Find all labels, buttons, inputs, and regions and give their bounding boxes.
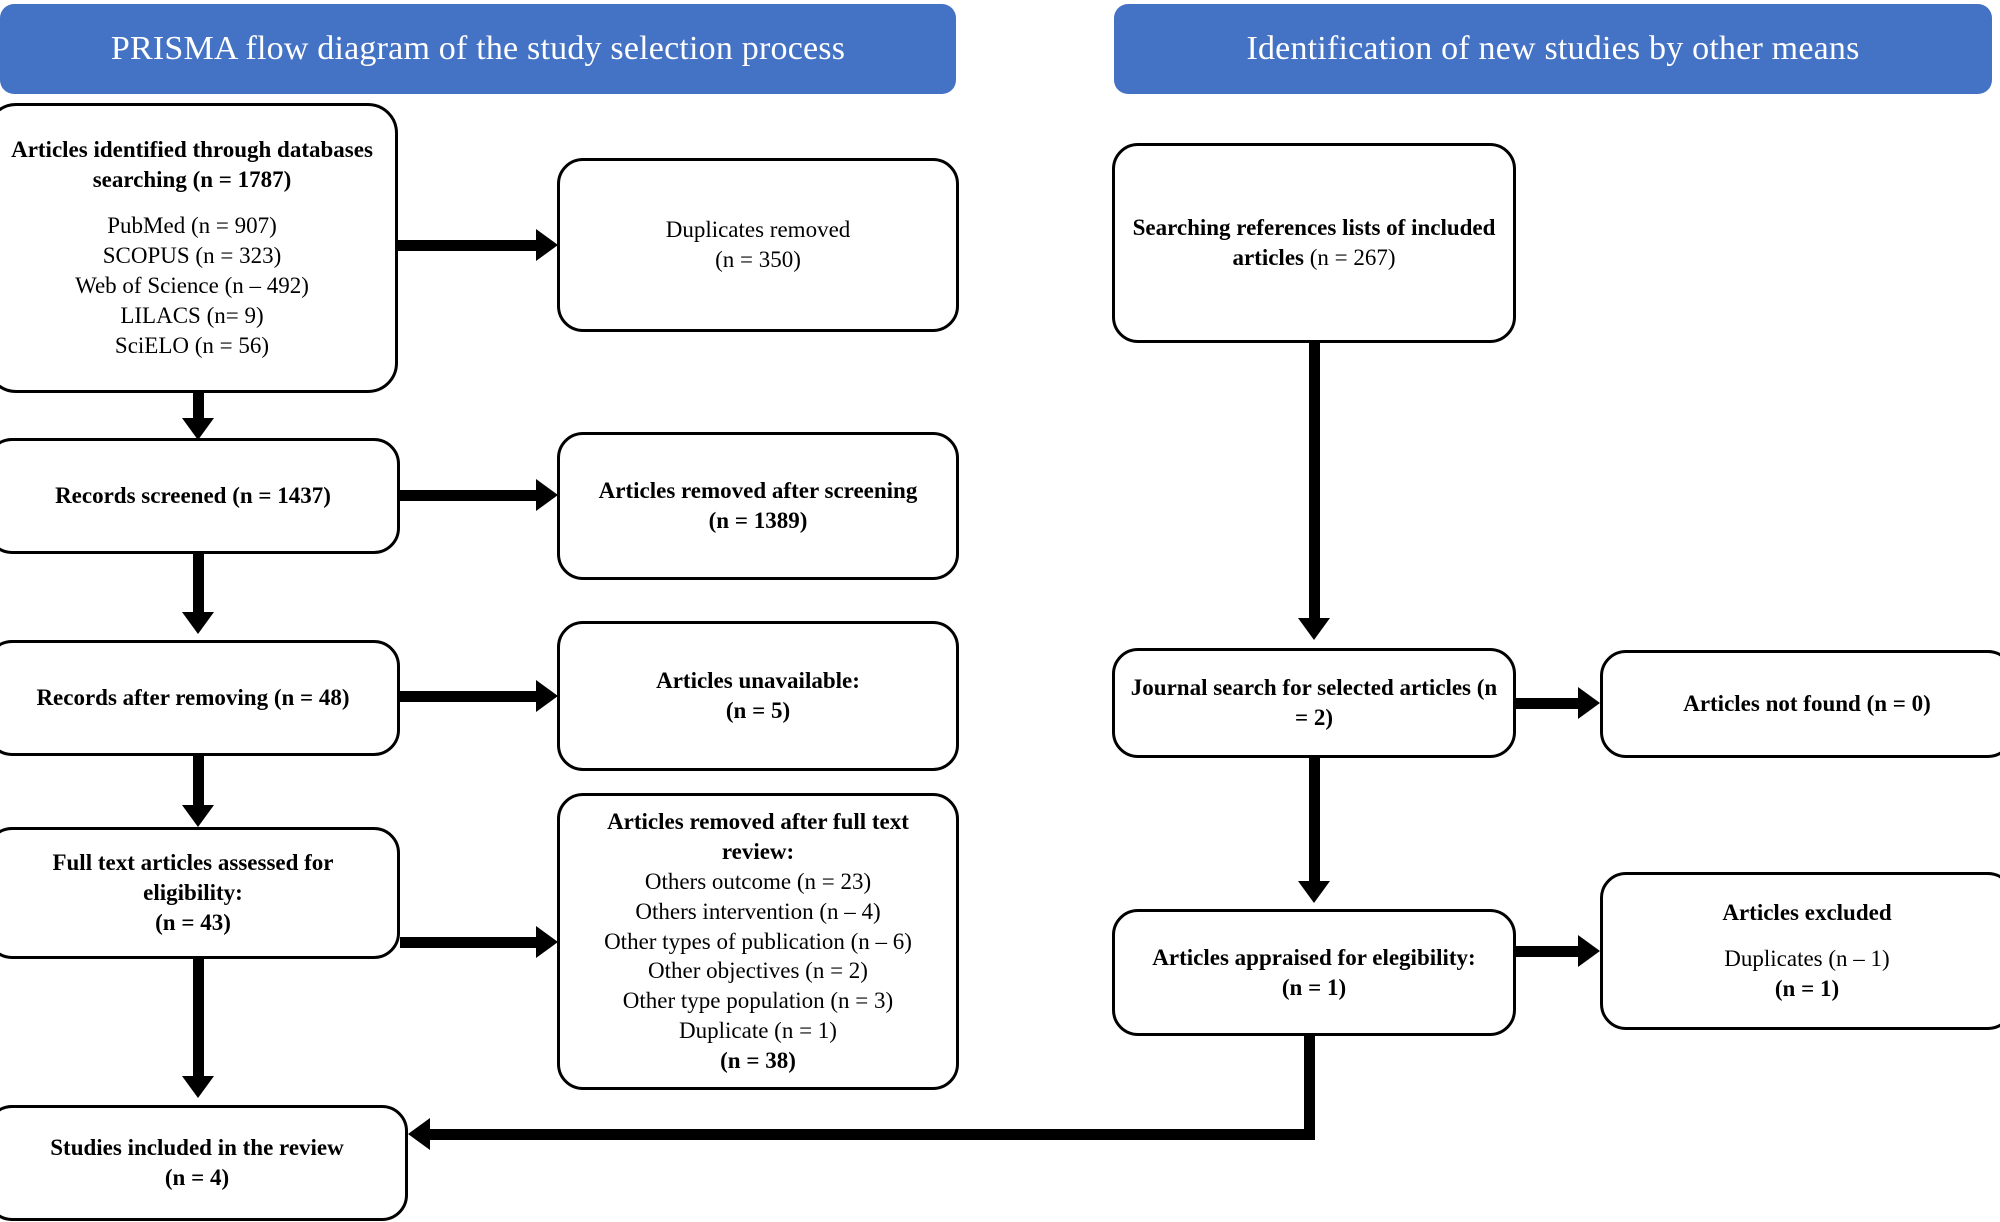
node-records-after-removing-title: Records after removing (n = 48) bbox=[36, 685, 350, 711]
connector-journal-to-appraised bbox=[1309, 758, 1320, 886]
connector-fulltext-to-removed-fulltext bbox=[400, 937, 538, 948]
node-studies-included: Studies included in the review (n = 4) bbox=[0, 1105, 408, 1221]
text-spacer bbox=[1615, 928, 1999, 944]
connector-identified-to-screened bbox=[193, 393, 204, 423]
connector-after-removing-to-unavailable bbox=[400, 691, 538, 702]
arrowhead-screened-to-removed bbox=[536, 479, 558, 511]
source-lilacs: LILACS (n= 9) bbox=[120, 302, 264, 328]
node-articles-unavailable: Articles unavailable: (n = 5) bbox=[557, 621, 959, 771]
reason-duplicate: Duplicate (n = 1) bbox=[679, 1018, 837, 1044]
node-articles-excluded-detail: Duplicates (n – 1) bbox=[1724, 946, 1890, 972]
connector-searching-to-journal bbox=[1309, 343, 1320, 623]
connector-appraised-to-included-vertical bbox=[1304, 1036, 1315, 1140]
node-articles-appraised: Articles appraised for elegibility: (n =… bbox=[1112, 909, 1516, 1036]
arrowhead-identified-to-duplicates bbox=[536, 229, 558, 261]
node-articles-appraised-title: Articles appraised for elegibility: bbox=[1152, 944, 1476, 970]
source-web-of-science: Web of Science (n – 492) bbox=[75, 272, 309, 298]
connector-screened-to-removed bbox=[400, 490, 538, 501]
node-records-after-removing: Records after removing (n = 48) bbox=[0, 640, 400, 756]
text-spacer bbox=[1, 195, 383, 211]
node-articles-not-found: Articles not found (n = 0) bbox=[1600, 650, 2000, 758]
arrowhead-searching-to-journal bbox=[1298, 618, 1330, 640]
connector-appraised-to-excluded bbox=[1516, 946, 1580, 957]
node-journal-search-count: (n = 2) bbox=[1294, 675, 1498, 730]
connector-journal-to-notfound bbox=[1516, 698, 1580, 709]
arrowhead-appraised-to-included bbox=[408, 1118, 430, 1150]
node-studies-included-title: Studies included in the review bbox=[50, 1135, 344, 1161]
node-full-text-assessed: Full text articles assessed for eligibil… bbox=[0, 827, 400, 959]
reason-others-outcome: Others outcome (n = 23) bbox=[644, 868, 872, 894]
node-articles-removed-after-screening-count: (n = 1389) bbox=[708, 508, 808, 533]
connector-appraised-to-included-horizontal bbox=[430, 1129, 1315, 1140]
node-full-text-assessed-title: Full text articles assessed for eligibil… bbox=[52, 850, 334, 906]
node-journal-search-title: Journal search for selected articles bbox=[1130, 675, 1472, 701]
node-articles-appraised-count: (n = 1) bbox=[1281, 974, 1347, 1000]
reason-other-objectives: Other objectives (n = 2) bbox=[648, 958, 868, 984]
node-articles-not-found-title: Articles not found (n = 0) bbox=[1683, 691, 1931, 717]
header-banner-right: Identification of new studies by other m… bbox=[1114, 4, 1992, 94]
arrowhead-appraised-to-excluded bbox=[1578, 935, 1600, 967]
node-removed-after-full-text-total: (n = 38) bbox=[720, 1048, 796, 1074]
node-studies-included-count: (n = 4) bbox=[164, 1165, 230, 1190]
node-full-text-assessed-count: (n = 43) bbox=[155, 909, 231, 935]
source-scopus: SCOPUS (n = 323) bbox=[102, 243, 282, 269]
connector-after-removing-to-fulltext bbox=[193, 756, 204, 811]
node-articles-excluded-count: (n = 1) bbox=[1774, 975, 1840, 1001]
node-duplicates-removed-count: (n = 350) bbox=[715, 247, 801, 272]
node-articles-identified: Articles identified through databases se… bbox=[0, 103, 398, 393]
source-scielo: SciELO (n = 56) bbox=[114, 332, 270, 358]
node-articles-unavailable-count: (n = 5) bbox=[725, 698, 791, 723]
connector-screened-to-after-removing bbox=[193, 554, 204, 616]
arrowhead-screened-to-after-removing bbox=[182, 612, 214, 634]
node-records-screened-title: Records screened (n = 1437) bbox=[55, 483, 331, 509]
node-articles-unavailable-title: Articles unavailable: bbox=[656, 668, 860, 694]
reason-other-types-publication: Other types of publication (n – 6) bbox=[604, 928, 912, 954]
node-articles-excluded: Articles excluded Duplicates (n – 1) (n … bbox=[1600, 872, 2000, 1030]
node-searching-references: Searching references lists of included a… bbox=[1112, 143, 1516, 343]
arrowhead-after-removing-to-unavailable bbox=[536, 680, 558, 712]
arrowhead-fulltext-to-included bbox=[182, 1076, 214, 1098]
header-banner-left: PRISMA flow diagram of the study selecti… bbox=[0, 4, 956, 94]
node-articles-removed-after-screening: Articles removed after screening (n = 13… bbox=[557, 432, 959, 580]
node-duplicates-removed: Duplicates removed (n = 350) bbox=[557, 158, 959, 332]
node-records-screened: Records screened (n = 1437) bbox=[0, 438, 400, 554]
node-articles-identified-title: Articles identified through databases se… bbox=[11, 137, 373, 193]
node-removed-after-full-text-title: Articles removed after full text review: bbox=[607, 808, 909, 864]
reason-other-type-population: Other type population (n = 3) bbox=[622, 988, 894, 1014]
connector-fulltext-to-included bbox=[193, 959, 204, 1079]
node-duplicates-removed-title: Duplicates removed bbox=[665, 217, 851, 243]
arrowhead-identified-to-screened bbox=[182, 418, 214, 440]
node-searching-references-count: (n = 267) bbox=[1309, 245, 1396, 270]
arrowhead-journal-to-notfound bbox=[1578, 687, 1600, 719]
node-searching-references-title: Searching references lists of included a… bbox=[1132, 215, 1496, 270]
node-removed-after-full-text: Articles removed after full text review:… bbox=[557, 793, 959, 1090]
node-articles-excluded-title: Articles excluded bbox=[1722, 900, 1892, 926]
node-articles-removed-after-screening-title: Articles removed after screening bbox=[598, 478, 918, 504]
reason-others-intervention: Others intervention (n – 4) bbox=[635, 898, 881, 924]
connector-identified-to-duplicates bbox=[398, 240, 538, 251]
node-journal-search: Journal search for selected articles (n … bbox=[1112, 648, 1516, 758]
source-pubmed: PubMed (n = 907) bbox=[107, 213, 277, 239]
arrowhead-after-removing-to-fulltext bbox=[182, 805, 214, 827]
arrowhead-journal-to-appraised bbox=[1298, 881, 1330, 903]
arrowhead-fulltext-to-removed-fulltext bbox=[536, 926, 558, 958]
